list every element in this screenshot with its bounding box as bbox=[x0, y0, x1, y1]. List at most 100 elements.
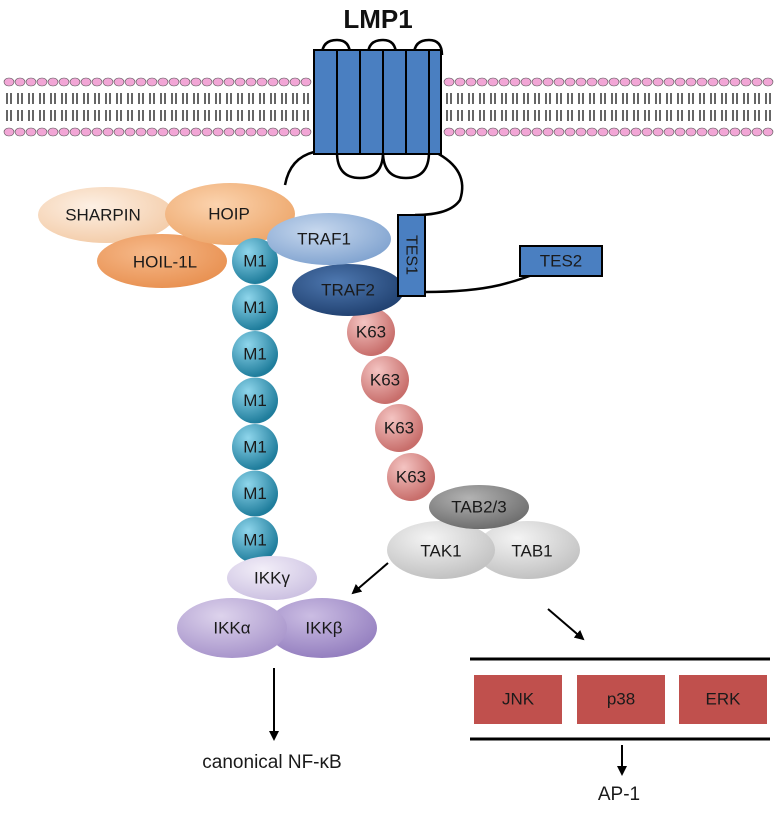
lipid-head bbox=[168, 77, 180, 87]
lipid-head bbox=[300, 77, 312, 87]
lipid-head bbox=[542, 77, 554, 87]
lipid-head bbox=[696, 127, 708, 137]
m1-ubiquitin bbox=[232, 470, 278, 517]
hoil-ellipse bbox=[97, 234, 227, 288]
lipid-head bbox=[278, 127, 290, 137]
lipid-head bbox=[289, 127, 301, 137]
lipid-head bbox=[498, 77, 510, 87]
lipid-head bbox=[762, 77, 774, 87]
lipid-head bbox=[3, 127, 15, 137]
lipid-head bbox=[190, 77, 202, 87]
lipid-head bbox=[443, 77, 455, 87]
nfkb-output-label: canonical NF-κB bbox=[202, 752, 341, 773]
lmp1-helix-6 bbox=[428, 49, 442, 155]
lipid-head bbox=[58, 127, 70, 137]
lipid-head bbox=[542, 127, 554, 137]
lipid-head bbox=[146, 77, 158, 87]
lipid-head bbox=[718, 127, 730, 137]
lipid-head bbox=[256, 77, 268, 87]
mapk-module: JNK p38 ERK bbox=[470, 657, 770, 741]
lipid-head bbox=[267, 77, 279, 87]
lipid-head bbox=[531, 127, 543, 137]
lipid-head bbox=[124, 77, 136, 87]
k63-ubiquitin bbox=[361, 356, 409, 404]
m1-label: M1 bbox=[243, 484, 267, 503]
ikkb-ellipse bbox=[267, 598, 377, 658]
lipid-head bbox=[553, 77, 565, 87]
lipid-head bbox=[102, 127, 114, 137]
p38-box bbox=[577, 675, 665, 724]
lipid-head bbox=[729, 77, 741, 87]
k63-label: K63 bbox=[370, 371, 400, 390]
lipid-head bbox=[3, 77, 15, 87]
lipid-head bbox=[751, 77, 763, 87]
lipid-head bbox=[234, 77, 246, 87]
lipid-head bbox=[47, 77, 59, 87]
sharpin-ellipse bbox=[38, 187, 174, 243]
lipid-head bbox=[223, 127, 235, 137]
m1-label: M1 bbox=[243, 252, 267, 271]
lipid-head bbox=[630, 127, 642, 137]
lipid-head bbox=[146, 127, 158, 137]
tes2-label: TES2 bbox=[540, 252, 583, 271]
lipid-head bbox=[564, 77, 576, 87]
k63-ubiquitin bbox=[347, 308, 395, 356]
jnk-label: JNK bbox=[502, 690, 535, 709]
erk-label: ERK bbox=[706, 690, 742, 709]
tab23-label: TAB2/3 bbox=[451, 498, 506, 517]
m1-label: M1 bbox=[243, 438, 267, 457]
lipid-head bbox=[212, 127, 224, 137]
lipid-head bbox=[652, 127, 664, 137]
lipid-head bbox=[663, 77, 675, 87]
ikkb-label: IKKβ bbox=[305, 619, 342, 638]
lipid-head bbox=[575, 77, 587, 87]
lipid-head bbox=[641, 127, 653, 137]
ikka-ellipse bbox=[177, 598, 287, 658]
lipid-head bbox=[718, 77, 730, 87]
lipid-head bbox=[663, 127, 675, 137]
lipid-head bbox=[179, 77, 191, 87]
lipid-head bbox=[597, 127, 609, 137]
lipid-head bbox=[25, 77, 37, 87]
arrow-tak1-to-ikk bbox=[351, 562, 389, 595]
lipid-head bbox=[300, 127, 312, 137]
k63-label: K63 bbox=[396, 468, 426, 487]
lipid-head bbox=[80, 127, 92, 137]
lipid-head bbox=[113, 127, 125, 137]
lipid-head bbox=[531, 77, 543, 87]
lipid-head bbox=[619, 127, 631, 137]
lipid-head bbox=[751, 127, 763, 137]
lipid-head bbox=[454, 127, 466, 137]
lipid-head bbox=[608, 127, 620, 137]
m1-ubiquitin bbox=[232, 284, 278, 331]
arrow-tak1-to-mapk bbox=[547, 608, 585, 641]
lipid-head bbox=[14, 127, 26, 137]
lipid-head bbox=[707, 127, 719, 137]
lmp1-cytoplasmic-loops bbox=[335, 151, 431, 180]
lipid-head bbox=[36, 77, 48, 87]
traf1-label: TRAF1 bbox=[297, 230, 351, 249]
lipid-head bbox=[564, 127, 576, 137]
lipid-head bbox=[597, 77, 609, 87]
ikka-label: IKKα bbox=[213, 619, 250, 638]
ikkg-ellipse bbox=[227, 556, 317, 600]
lipid-head bbox=[223, 77, 235, 87]
lipid-head bbox=[25, 127, 37, 137]
lipid-head bbox=[454, 77, 466, 87]
lipid-head bbox=[520, 127, 532, 137]
lipid-head bbox=[47, 127, 59, 137]
m1-ubiquitin bbox=[232, 377, 278, 424]
lipid-head bbox=[674, 127, 686, 137]
m1-label: M1 bbox=[243, 345, 267, 364]
lipid-head bbox=[212, 77, 224, 87]
k63-label: K63 bbox=[356, 323, 386, 342]
lipid-head bbox=[740, 127, 752, 137]
lipid-head bbox=[245, 127, 257, 137]
ikkg-label: IKKγ bbox=[254, 569, 290, 588]
lipid-head bbox=[619, 77, 631, 87]
plasma-membrane bbox=[3, 77, 774, 137]
lipid-head bbox=[685, 77, 697, 87]
lipid-head bbox=[476, 127, 488, 137]
lipid-head bbox=[201, 127, 213, 137]
